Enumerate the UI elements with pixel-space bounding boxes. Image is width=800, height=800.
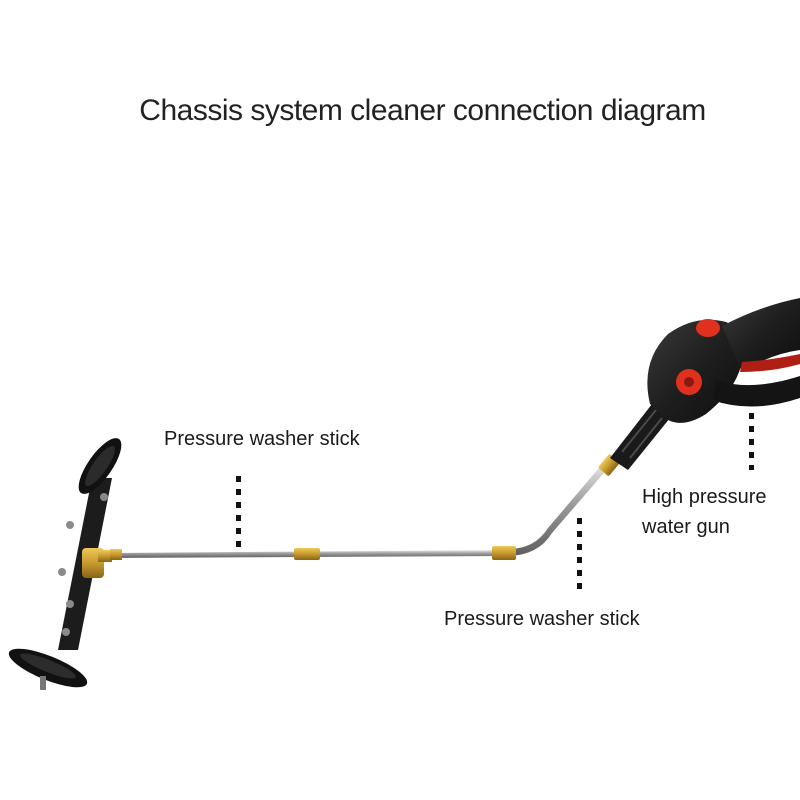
undercarriage-cleaner	[8, 438, 122, 690]
high-pressure-water-gun	[610, 298, 800, 470]
gun-barrel	[610, 404, 670, 470]
leader-dots-stick-upper	[236, 476, 241, 552]
label-pressure-washer-stick-upper: Pressure washer stick	[164, 428, 360, 450]
label-high-pressure-water-gun: High pressure water gun	[642, 482, 767, 542]
gun-top-button	[696, 319, 720, 337]
diagram-title: Chassis system cleaner connection diagra…	[139, 94, 706, 127]
gun-barrel-rib	[629, 417, 663, 459]
gun-trigger-guard	[712, 376, 800, 407]
spray-nozzle	[62, 628, 70, 636]
pressure-washer-wand	[110, 454, 620, 560]
spray-nozzle	[100, 493, 108, 501]
label-pressure-washer-stick-lower: Pressure washer stick	[444, 608, 640, 630]
wand-inlet-coupler	[110, 549, 122, 560]
leader-dots-water-gun	[749, 400, 754, 470]
gun-side-button-center	[684, 377, 694, 387]
wand-middle-coupler	[294, 548, 320, 560]
gun-trigger	[740, 354, 800, 372]
wand-angled-section	[506, 462, 609, 556]
gun-barrel-rib	[621, 409, 657, 453]
brass-coupler	[98, 550, 112, 562]
spray-nozzle	[58, 568, 66, 576]
gun-handle	[722, 298, 800, 372]
spray-nozzle	[66, 600, 74, 608]
top-wheel-hub	[85, 445, 115, 487]
bottom-bolt	[40, 676, 46, 690]
spray-nozzle	[66, 521, 74, 529]
leader-dots-stick-lower	[577, 518, 582, 590]
label-gun-line-1: High pressure	[642, 486, 767, 508]
bottom-wheel-hub	[20, 653, 76, 679]
label-gun-line-2: water gun	[642, 516, 730, 538]
wand-bend-coupler	[492, 546, 516, 560]
